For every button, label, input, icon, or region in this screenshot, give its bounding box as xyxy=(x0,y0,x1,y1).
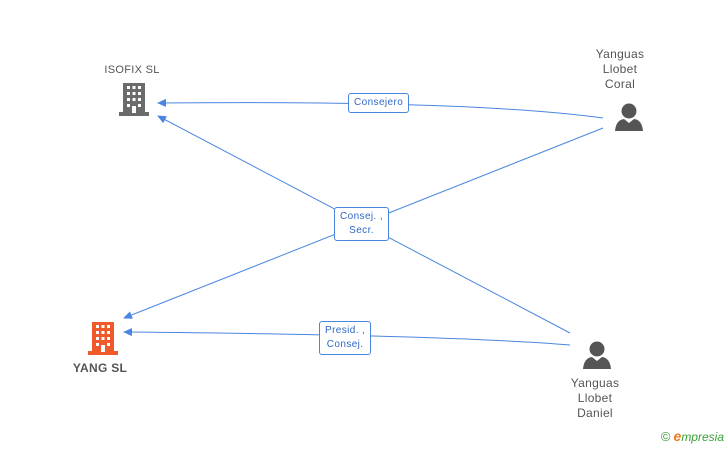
person-name-line: Llobet xyxy=(602,62,638,76)
empresia-logo: ©empresia xyxy=(661,428,724,444)
edge-label-consejero: Consejero xyxy=(348,93,410,113)
company-label-isofix[interactable]: ISOFIX SL xyxy=(104,64,160,76)
person-label-coral[interactable]: Yanguas Llobet Coral xyxy=(588,47,652,92)
edge-daniel-yang xyxy=(123,328,571,346)
building-icon xyxy=(88,322,118,355)
person-icon xyxy=(615,103,643,131)
copyright-icon: © xyxy=(660,429,671,444)
person-name-line: Yanguas xyxy=(595,47,645,61)
brand-e: e xyxy=(673,428,682,444)
person-name-line: Yanguas xyxy=(570,376,620,390)
company-label-yang[interactable]: YANG SL xyxy=(72,361,128,375)
building-icon xyxy=(119,83,149,116)
edge-label-line: Consej. , xyxy=(340,211,384,222)
edge-label-presid-consej: Presid. , Consej. xyxy=(319,321,372,355)
person-name-line: Coral xyxy=(604,77,636,91)
person-label-daniel[interactable]: Yanguas Llobet Daniel xyxy=(563,376,627,421)
person-icon xyxy=(583,341,611,369)
person-name-line: Daniel xyxy=(577,406,613,420)
person-name-line: Llobet xyxy=(577,391,613,405)
edge-coral-isofix xyxy=(157,98,604,119)
brand-name: mpresia xyxy=(681,430,724,444)
edge-label-consej-secr: Consej. , Secr. xyxy=(334,207,390,241)
edge-label-line: Secr. xyxy=(349,225,374,236)
edge-label-line: Consej. xyxy=(326,339,364,350)
edge-label-line: Presid. , xyxy=(325,325,366,336)
